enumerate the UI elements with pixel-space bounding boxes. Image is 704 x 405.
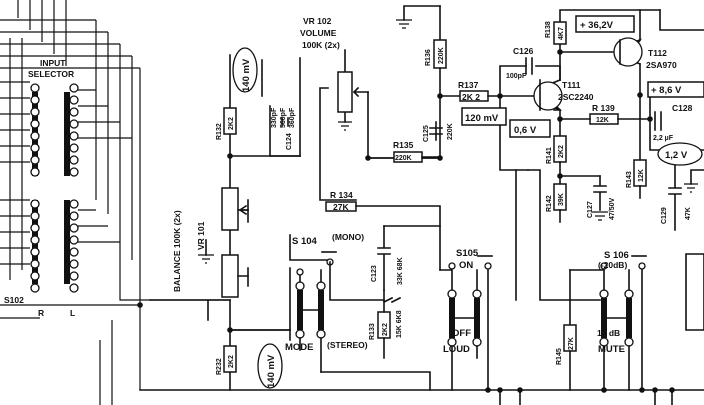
loudness-network: [329, 225, 441, 359]
mute-switch: [563, 255, 647, 391]
s102-l-label: L: [70, 308, 75, 318]
v06-label: 0,6 V: [514, 125, 537, 136]
balance-label: BALANCE 100K (2x): [172, 210, 182, 292]
c123-values: 33K 68K: [397, 257, 404, 285]
mute-db-label: 10 dB: [597, 328, 620, 338]
r145-value: 27K: [568, 337, 575, 350]
r136-value: 220K: [438, 47, 445, 64]
r139-value: 12K: [596, 117, 609, 124]
r141-label: R141: [546, 147, 553, 164]
c123-label: C123: [371, 265, 378, 282]
mv140-bottom-label: 140 mV: [266, 354, 277, 388]
c125-value: 220K: [447, 123, 454, 140]
s102-label: S102: [4, 295, 24, 305]
r135-label: R135: [393, 140, 414, 150]
mode-switch: [289, 234, 337, 373]
r137-value: 2K 2: [462, 92, 480, 102]
on-label: ON: [459, 260, 473, 271]
input-selector-label-2: SELECTOR: [28, 69, 74, 79]
volume-label: VOLUME: [300, 28, 337, 38]
stereo-label: (STEREO): [327, 340, 368, 350]
r135-value: 220K: [395, 155, 412, 162]
t112-part: 2SA970: [646, 60, 677, 70]
r142-value: 39K: [558, 193, 565, 206]
vr101-label: VR 101: [196, 221, 206, 250]
r141-value: 2K2: [558, 145, 565, 158]
c124-label: C124: [286, 133, 293, 150]
mono-label: (MONO): [332, 232, 364, 242]
vr102-value: 100K (2x): [302, 40, 340, 50]
v36-label: + 36,2V: [580, 20, 614, 31]
mute-label: MUTE: [598, 344, 625, 355]
mv140-top-label: 140 mV: [241, 58, 252, 92]
r133-label: R133: [369, 323, 376, 340]
v86-label: + 8,6 V: [651, 85, 682, 96]
r132-label: R132: [216, 123, 223, 140]
r142-label: R142: [546, 195, 553, 212]
c128-value: 2,2 µF: [653, 135, 674, 142]
c129-label: C129: [661, 207, 668, 224]
c128-label: C128: [672, 103, 693, 113]
r137-label: R137: [458, 80, 479, 90]
r143-label: R143: [626, 171, 633, 188]
loud-label: LOUD: [443, 344, 470, 355]
r134-label: R 134: [330, 190, 353, 200]
c129-value: 47K: [685, 207, 692, 220]
r138-label: R138: [545, 21, 552, 38]
r143-value: 12K: [638, 169, 645, 182]
vr102-label: VR 102: [303, 16, 332, 26]
t112-label: T112: [648, 48, 667, 58]
r232-label: R232: [216, 358, 223, 375]
off-label: OFF: [452, 328, 471, 339]
r232-value: 2K2: [228, 355, 235, 368]
c125-label: C125: [423, 125, 430, 142]
s104-label: S 104: [292, 236, 318, 247]
loud-switch: [439, 255, 493, 391]
cap-values-2: 560pF: [280, 107, 287, 128]
c127-label: C127: [587, 201, 594, 218]
input-selector-label-1: INPUT: [40, 58, 66, 68]
input-selector-wiring: [0, 0, 230, 405]
r133-more: 15K 6K8: [396, 310, 403, 338]
r136-label: R136: [425, 49, 432, 66]
v12-label: 1,2 V: [665, 150, 688, 161]
s106-label: S 106: [604, 250, 629, 261]
r134-value: 27K: [333, 202, 349, 212]
cap-values-3: 360pF: [289, 107, 296, 128]
r139-label: R 139: [592, 103, 615, 113]
s102-r-label: R: [38, 308, 44, 318]
r145-label: R145: [556, 348, 563, 365]
mode-label: MODE: [285, 342, 314, 353]
s105-label: S105: [456, 248, 479, 259]
r133-value: 2K2: [382, 323, 389, 336]
cap-values-1: 330pF: [271, 107, 278, 128]
s106-sub-label: (-20dB): [598, 260, 627, 270]
c127-value: 47/50V: [609, 197, 616, 220]
balance-pots: [149, 54, 301, 391]
mv120-label: 120 mV: [465, 113, 499, 124]
bottom-bus: [137, 153, 704, 405]
volume-pot: [261, 49, 441, 201]
t111-label: T111: [562, 80, 581, 90]
r132-value: 2K2: [228, 117, 235, 130]
r138-value: 4K7: [558, 27, 565, 40]
c126-label: C126: [513, 46, 534, 56]
t111-part: 2SC2240: [558, 92, 594, 102]
c126-value: 100pF: [506, 73, 527, 80]
s102-contacts: [30, 83, 79, 293]
